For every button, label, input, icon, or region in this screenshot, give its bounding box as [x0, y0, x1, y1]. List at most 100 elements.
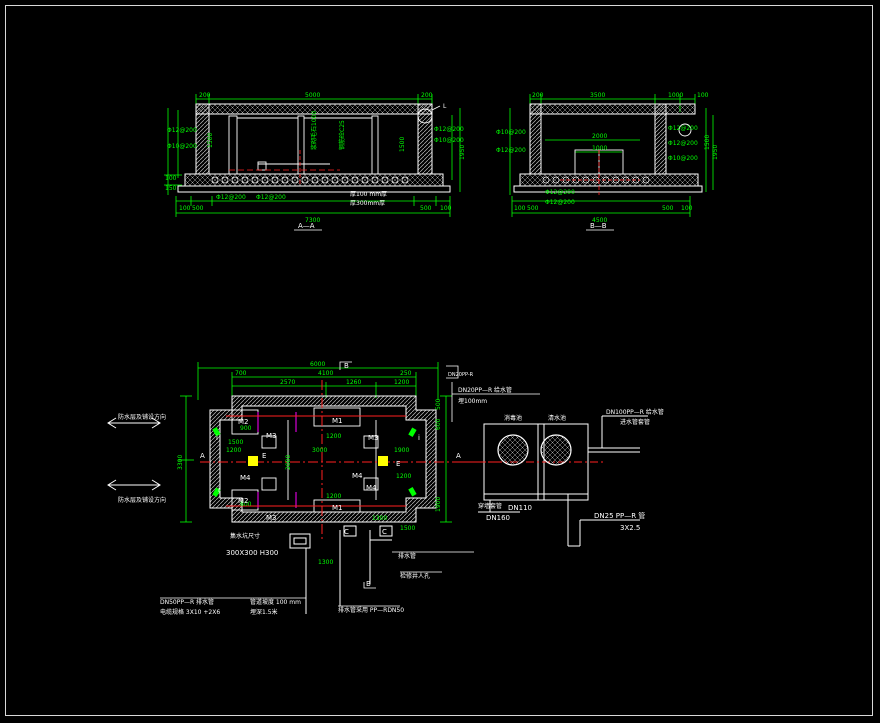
- tank-label-1: 消毒池: [504, 414, 522, 422]
- plan-note-bottom-1: DN50PP—R 排水管: [160, 598, 214, 606]
- tank-pipe-top: DN100PP—R 给水管: [606, 408, 664, 416]
- tank-2-icon: [540, 434, 572, 466]
- bb-left-rebar-1: Φ10@200: [496, 129, 526, 136]
- bb-inner-height: 1500: [704, 135, 711, 150]
- aa-level: 100: [165, 175, 177, 182]
- drawing-frame: [5, 5, 873, 716]
- plan-dim-600: 600: [435, 418, 442, 430]
- plan-dim-1300: 1300: [318, 559, 333, 566]
- plan-dim-1200-d: 1200: [396, 473, 411, 480]
- bb-right-rebar-2: Φ12@200: [668, 140, 698, 147]
- aa-right-inner: 1500: [399, 137, 406, 152]
- plan-dim-3300: 3300: [177, 455, 184, 470]
- bb-inner-2000: 2000: [592, 133, 607, 140]
- plan-view: 6000 4100 2570 1260 1200 700 250 3300 12…: [107, 361, 540, 616]
- aa-inner-height: 1500: [207, 133, 214, 148]
- plan-dim-900: 900: [240, 425, 252, 432]
- plan-note-top-1: DN20PP—R 给水管: [458, 386, 512, 394]
- plan-dim-top-4b: 250: [400, 370, 412, 377]
- plan-m3-c: M3: [266, 514, 277, 522]
- plan-c-left: C: [344, 528, 349, 536]
- plan-dim-top-2: 4100: [318, 370, 333, 377]
- plan-m3-b: M3: [368, 434, 379, 442]
- plan-note-box: DN20PP-R: [448, 372, 474, 378]
- plan-note-right-1: 排水管: [398, 552, 416, 560]
- bb-bottom-rebar-1: Φ12@200: [545, 189, 575, 196]
- bb-dim-bottom-2: 500: [527, 205, 539, 212]
- plan-m2-top: M2: [238, 418, 249, 426]
- tank-label-2: 清水池: [548, 414, 566, 422]
- plan-dim-top-total: 6000: [310, 361, 325, 368]
- aa-thickness-note-2: 厚300mm厚: [350, 200, 385, 207]
- plan-dim-1900: 1900: [394, 447, 409, 454]
- plan-i-bottom: i: [218, 486, 220, 494]
- aa-bottom-rebar-1: Φ12@200: [216, 194, 246, 201]
- tank-pipe-bottom: DN25 PP—R 管: [594, 511, 645, 520]
- plan-a-left: A: [200, 452, 205, 460]
- aa-height: 1950: [459, 145, 466, 160]
- bb-right-rebar-3: Φ10@200: [668, 155, 698, 162]
- plan-note-bottom-2: 电缆规格 3X10 +2X6: [160, 608, 220, 616]
- plan-marker-top: B: [344, 362, 349, 370]
- plan-note-bottom-3: 排水管采用 PP—RDN50: [338, 606, 404, 614]
- bb-inner-1000: 1000: [592, 145, 607, 152]
- tank-size-1: DN110: [508, 504, 532, 512]
- bb-bottom-rebar-2: Φ12@200: [545, 199, 575, 206]
- tank-1-icon: [497, 434, 529, 466]
- plan-m3-a: M3: [266, 432, 277, 440]
- plan-dim-top-3a: 2570: [280, 379, 295, 386]
- aa-left-rebar-1: Φ12@200: [167, 127, 197, 134]
- bb-height: 1950: [712, 145, 719, 160]
- plan-m4-a: M4: [240, 474, 251, 482]
- plan-e-left: E: [262, 452, 266, 460]
- bb-right-rebar-1: Φ12@200: [668, 125, 698, 132]
- plan-dim-1500b: 1500: [400, 525, 415, 532]
- plan-e-right: E: [396, 460, 400, 468]
- bb-title: B—B: [590, 222, 607, 230]
- plan-m1-top: M1: [332, 417, 343, 425]
- aa-inner-note-2: 钢筋砼C25: [338, 120, 346, 150]
- plan-dim-1500: 1500: [228, 439, 243, 446]
- plan-note-pit: 300X300 H300: [226, 549, 278, 557]
- plan-i-right: i: [418, 434, 420, 442]
- section-bb: 200 3500 1000 100 2000 1000 4500 1950 15…: [496, 92, 719, 231]
- plan-a-right: A: [456, 452, 461, 460]
- plan-dim-top-3b: 1260: [346, 379, 361, 386]
- tank-pipe-top-note: 进水管套管: [620, 418, 650, 426]
- plan-note-right-2: 检修井人孔: [400, 572, 430, 580]
- plan-dim-2000: 2000: [285, 455, 292, 470]
- bb-dim-bottom-1: 100: [514, 205, 526, 212]
- aa-dim-top-1: 200: [199, 92, 211, 99]
- tank-size-2: DN160: [486, 514, 510, 522]
- aa-dim-bottom-2: 500: [192, 205, 204, 212]
- plan-dim-1200-a: 1200: [326, 433, 341, 440]
- aa-dim-bottom-1: 100: [179, 205, 191, 212]
- plan-left-label-2: 防水层及铺设方向: [118, 496, 166, 504]
- section-aa: 200 5000 200 100 150 100 500 500 100 730…: [164, 92, 466, 231]
- aa-inner-note-1: 浆砌毛石1000: [310, 111, 318, 150]
- plan-marker-bottom: B: [366, 580, 371, 588]
- plan-dim-1900b: 1900: [435, 497, 442, 512]
- bb-dim-top-3: 1000: [668, 92, 683, 99]
- bb-dim-top-2: 3500: [590, 92, 605, 99]
- bb-dim-top-1: 200: [532, 92, 544, 99]
- bb-dim-top-4: 100: [697, 92, 709, 99]
- bb-dim-bottom-4: 100: [681, 205, 693, 212]
- plan-dim-800: 800: [240, 501, 252, 508]
- plan-m4-b: M4: [352, 472, 363, 480]
- aa-title: A—A: [298, 222, 315, 230]
- equipment-left-icon: [248, 456, 258, 466]
- plan-note-left-1: 集水坑尺寸: [230, 532, 260, 540]
- plan-left-label-1: 防水层及铺设方向: [118, 413, 166, 421]
- plan-dim-top-4a: 700: [235, 370, 247, 377]
- aa-marker: L: [443, 103, 447, 110]
- plan-note-top-2: 埋100mm: [458, 397, 487, 405]
- equipment-right-icon: [378, 456, 388, 466]
- aa-left-rebar-2: Φ10@200: [167, 143, 197, 150]
- aa-dim-top-2: 5000: [305, 92, 320, 99]
- aa-right-rebar-2: Φ10@200: [434, 137, 464, 144]
- tank-pipe-bottom-note: 3X2.5: [620, 524, 640, 532]
- aa-thickness-note-1: 厚100 mm厚: [350, 191, 387, 198]
- aa-right-rebar-1: Φ12@200: [434, 126, 464, 133]
- plan-m4-c: M4: [366, 484, 377, 492]
